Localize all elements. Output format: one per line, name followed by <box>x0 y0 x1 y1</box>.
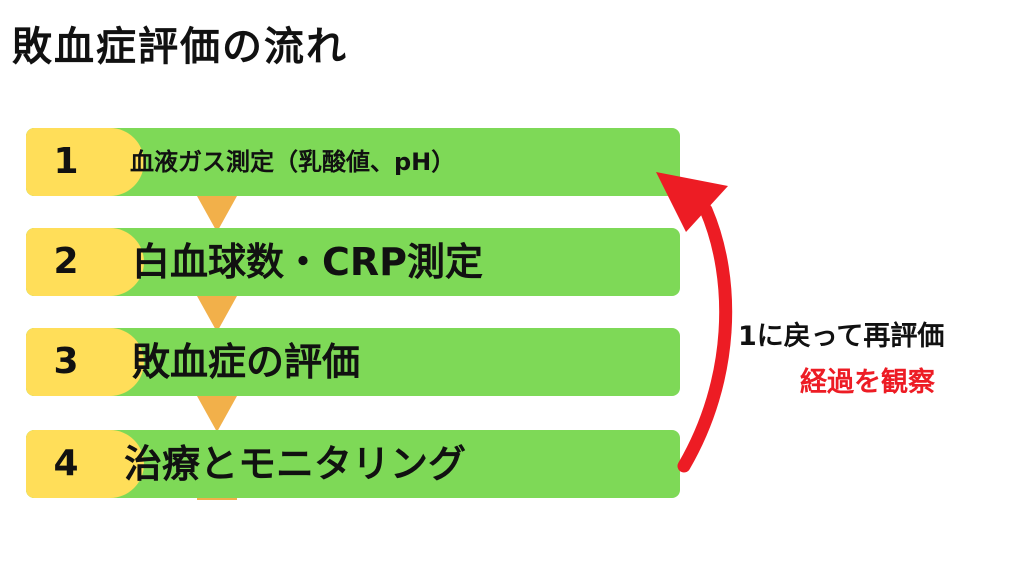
step-4-label: 治療とモニタリング <box>124 442 467 486</box>
step-2-number: 2 <box>53 241 79 282</box>
step-2-label: 白血球数・CRP測定 <box>132 240 483 284</box>
connector-3-4 <box>197 396 237 432</box>
step-3: 3 敗血症の評価 <box>26 328 680 396</box>
connector-1-2 <box>197 196 237 232</box>
step-3-badge <box>26 328 144 396</box>
step-3-number: 3 <box>53 341 79 382</box>
step-1: 1 血液ガス測定（乳酸値、pH） <box>26 128 680 196</box>
loop-arrow-shaft <box>677 203 733 473</box>
loop-arrow-head <box>656 172 728 232</box>
loop-note-reassess: 1に戻って再評価 <box>738 321 945 352</box>
step-3-label: 敗血症の評価 <box>132 340 361 384</box>
connector-2-3 <box>197 296 237 332</box>
step-4: 4 治療とモニタリング <box>26 430 680 498</box>
step-4-badge <box>26 430 144 498</box>
step-4-number: 4 <box>53 443 79 484</box>
connector-tail <box>197 496 237 500</box>
step-1-number: 1 <box>53 141 79 182</box>
loop-note-observe: 経過を観察 <box>800 367 935 398</box>
step-2: 2 白血球数・CRP測定 <box>26 228 680 296</box>
step-1-badge <box>26 128 144 196</box>
step-2-badge <box>26 228 144 296</box>
diagram-title: 敗血症評価の流れ <box>12 24 348 70</box>
step-1-label: 血液ガス測定（乳酸値、pH） <box>130 148 456 176</box>
